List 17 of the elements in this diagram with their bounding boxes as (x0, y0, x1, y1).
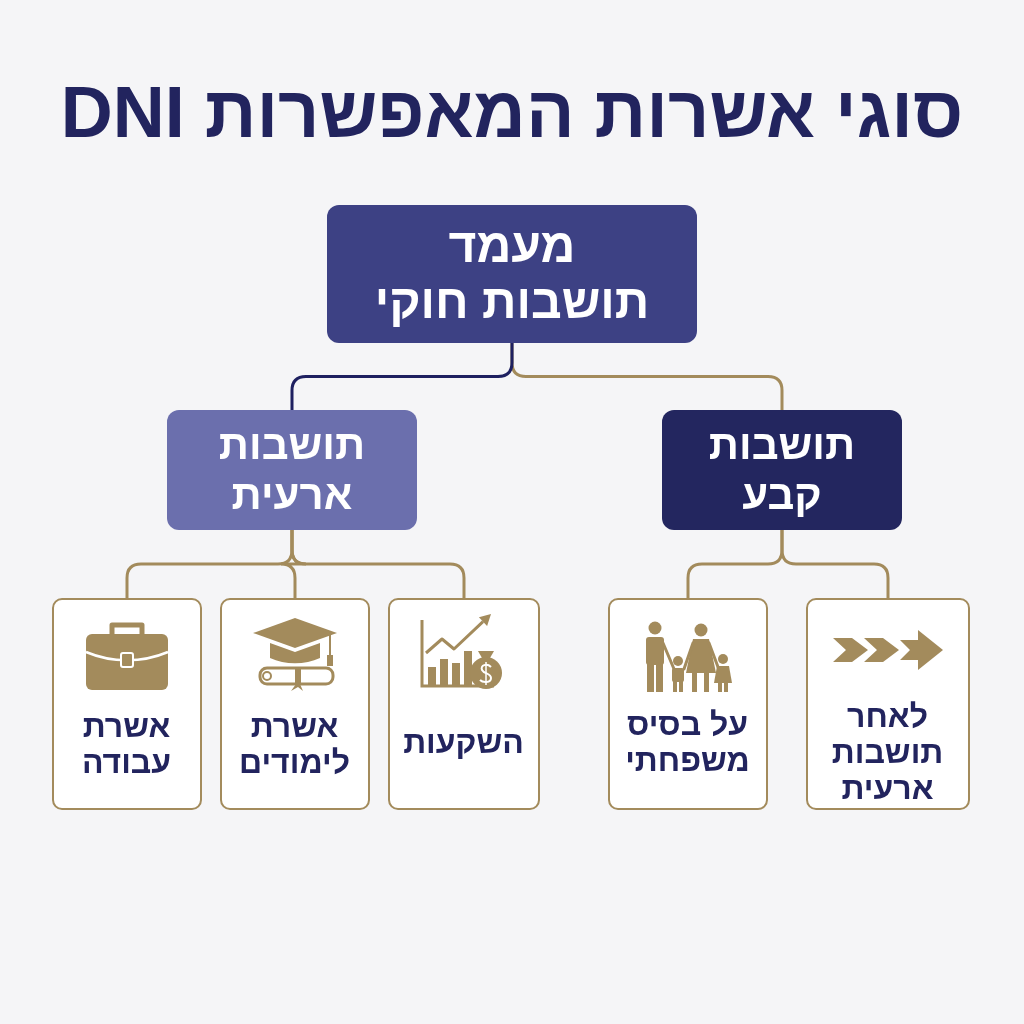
category-box: תושבות קבע (662, 410, 902, 530)
connector-line (686, 530, 784, 598)
card-label: אשרת עבודה (81, 707, 172, 780)
visa-card (220, 598, 370, 810)
card-label: השקעות (403, 723, 524, 760)
category-box: תושבות ארעית (167, 410, 417, 530)
visa-card (52, 598, 202, 810)
visa-card (806, 598, 970, 810)
visa-card (608, 598, 768, 810)
visa-card (388, 598, 540, 810)
card-label: לאחר תושבות ארעית (831, 697, 944, 806)
card-label: אשרת לימודים (239, 707, 350, 780)
connector-line (290, 343, 514, 410)
status-box: מעמד תושבות חוקי (327, 205, 697, 343)
card-label: על בסיס משפחתי (625, 705, 750, 778)
connector-line (125, 530, 294, 598)
title: סוגי אשרות המאפשרות DNI (60, 72, 964, 152)
